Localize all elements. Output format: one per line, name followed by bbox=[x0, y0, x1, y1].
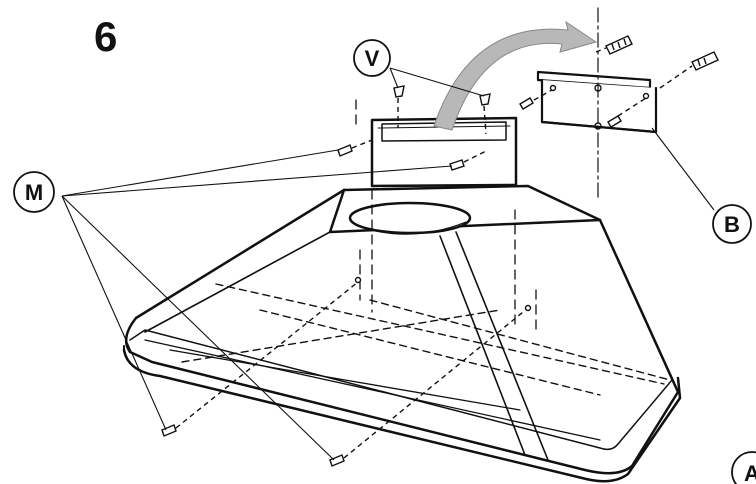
callout-m: M bbox=[13, 171, 55, 213]
callout-a: A bbox=[731, 451, 756, 484]
hood-outer-shell bbox=[124, 188, 680, 475]
callout-v: V bbox=[353, 39, 391, 77]
callout-m-label: M bbox=[25, 180, 43, 205]
wall-bracket bbox=[536, 7, 658, 201]
callout-v-label: V bbox=[365, 46, 380, 71]
screws-v bbox=[393, 85, 491, 135]
step-number: 6 bbox=[94, 13, 118, 60]
transfer-arrow bbox=[433, 20, 598, 131]
callout-a-label: A bbox=[744, 461, 756, 484]
screws-m bbox=[161, 139, 532, 467]
callout-b-label: B bbox=[724, 212, 740, 237]
exhaust-opening bbox=[348, 201, 472, 235]
hood-body bbox=[122, 99, 682, 483]
callout-b: B bbox=[712, 204, 752, 244]
bracket-fixings bbox=[519, 35, 719, 128]
callout-leaders bbox=[61, 67, 715, 461]
hood-front-lip bbox=[122, 348, 682, 483]
